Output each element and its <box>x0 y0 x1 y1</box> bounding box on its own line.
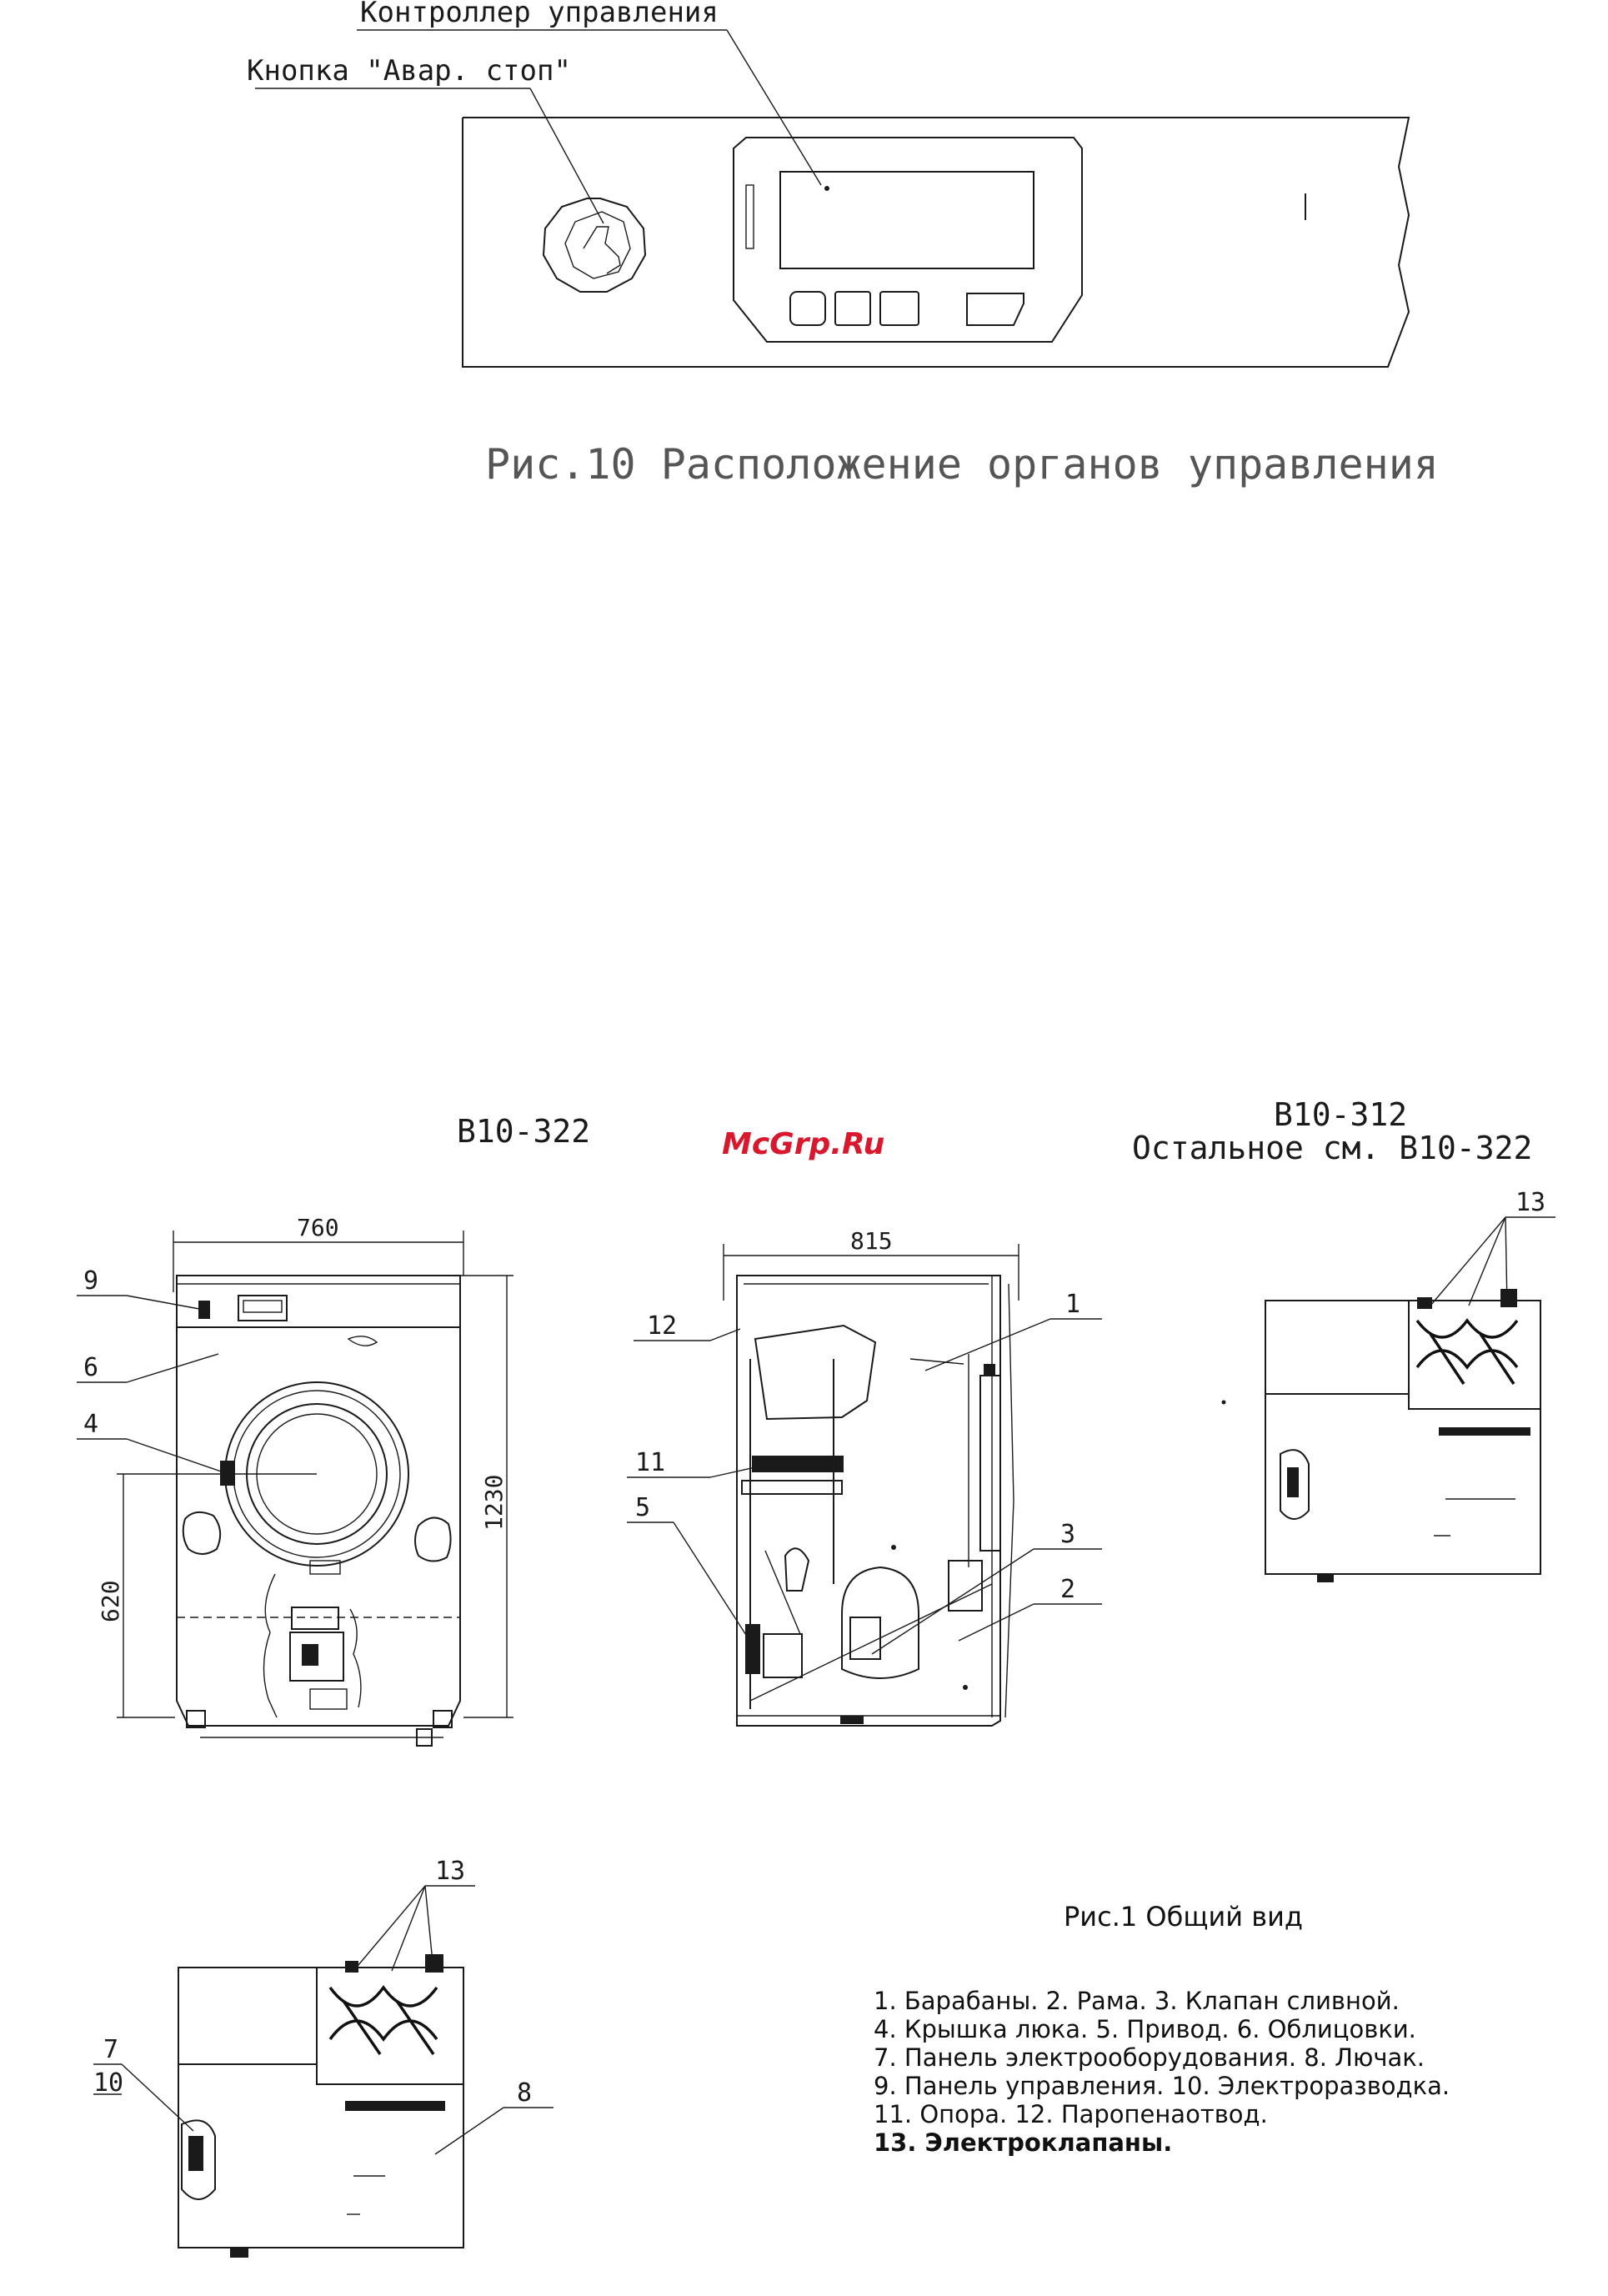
front-right-vent <box>414 1516 452 1562</box>
emergency-stop-button-icon <box>542 198 647 293</box>
label-controller: Контроллер управления <box>360 0 719 29</box>
dim-height: 1230 <box>480 1475 508 1531</box>
model-title-rear-note: Остальное см. В10-322 <box>1132 1130 1532 1166</box>
side-support <box>752 1456 844 1472</box>
dim-door-height: 620 <box>97 1580 124 1622</box>
side-drain-valve <box>841 1566 919 1679</box>
callout-5: 5 <box>635 1493 650 1522</box>
side-drive-belt <box>745 1624 760 1674</box>
side-valve-housing <box>948 1560 983 1612</box>
controller-key-3 <box>879 291 919 326</box>
front-foot-left <box>186 1710 206 1728</box>
front-door-hinge <box>220 1461 235 1486</box>
side-drive-motor <box>763 1633 803 1678</box>
rear-view-322: 13 7 10 8 <box>93 1857 554 2258</box>
callout-9: 9 <box>83 1266 98 1296</box>
front-view: 760 1230 620 <box>77 1214 513 1747</box>
front-controller <box>238 1295 288 1321</box>
control-panel-figure: Контроллер управления Кнопка "Авар. стоп… <box>247 0 1439 489</box>
model-title-rear: В10-312 <box>1274 1096 1407 1133</box>
dim-front-width: 760 <box>297 1214 339 1241</box>
rear-322-valve-block <box>316 1967 464 2085</box>
callout-6: 6 <box>83 1353 98 1382</box>
watermark: McGrp.Ru <box>722 1127 884 1161</box>
controller-housing <box>733 137 1083 343</box>
front-body <box>176 1275 461 1727</box>
callout-11: 11 <box>635 1448 665 1477</box>
rear-312-valve-block <box>1408 1300 1541 1410</box>
rear-322-solenoid-valves-icon <box>328 1985 438 2055</box>
rear-view-312: 13 <box>1221 1188 1555 1582</box>
callout-13-rear-322: 13 <box>435 1857 465 1886</box>
controller-key-2 <box>834 291 871 326</box>
leader-emergency <box>529 88 604 224</box>
legend-line-6: 13. Электроклапаны. <box>874 2128 1172 2157</box>
figure-1-caption: Рис.1 Общий вид <box>1064 1901 1303 1933</box>
rear-322-panel <box>181 2119 216 2200</box>
side-drum <box>754 1324 877 1421</box>
figure-10-caption: Рис.10 Расположение органов управления <box>485 440 1439 489</box>
model-title-front: В10-322 <box>457 1113 590 1150</box>
legend: 1. Барабаны. 2. Рама. 3. Клапан сливной.… <box>874 1987 1450 2157</box>
rear-322-nameplate <box>345 2101 445 2111</box>
front-drive-top <box>291 1607 339 1630</box>
callout-3: 3 <box>1060 1520 1075 1549</box>
legend-line-3: 7. Панель электрооборудования. 8. Лючак. <box>874 2043 1425 2072</box>
legend-line-1: 1. Барабаны. 2. Рама. 3. Клапан сливной. <box>874 1987 1400 2015</box>
callout-1: 1 <box>1065 1290 1080 1319</box>
callout-12: 12 <box>647 1311 677 1341</box>
control-panel-outline <box>462 117 1410 368</box>
controller-display <box>779 171 1034 269</box>
front-left-vent <box>182 1511 222 1555</box>
rear-312-solenoid-valves-icon <box>1415 1318 1519 1385</box>
controller-status-strip <box>745 184 754 249</box>
legend-line-4: 9. Панель управления. 10. Электроразводк… <box>874 2072 1450 2100</box>
controller-pointer-dot <box>824 186 829 191</box>
legend-line-2: 4. Крышка люка. 5. Привод. 6. Облицовки. <box>874 2015 1416 2043</box>
controller-key-4 <box>966 293 1024 326</box>
dim-side-width: 815 <box>850 1227 893 1255</box>
side-body <box>736 1275 1001 1727</box>
front-foot-right <box>433 1710 453 1728</box>
leader-controller <box>726 29 822 186</box>
emergency-stop-key-mark <box>583 226 621 274</box>
front-door-glass <box>246 1403 388 1545</box>
callout-4: 4 <box>83 1410 98 1439</box>
side-door-profile <box>979 1375 1001 1552</box>
callout-13-rear-312: 13 <box>1515 1188 1545 1217</box>
front-bottom-marker <box>416 1728 433 1747</box>
callout-2: 2 <box>1060 1575 1075 1604</box>
side-view: 815 1 12 <box>627 1227 1102 1727</box>
label-emergency-button: Кнопка "Авар. стоп" <box>247 54 571 88</box>
callout-10: 10 <box>93 2068 123 2098</box>
front-logo-mark <box>347 1336 378 1346</box>
rear-312-nameplate <box>1439 1427 1530 1436</box>
emergency-stop-inner-ring <box>564 211 631 279</box>
rear-312-panel <box>1280 1449 1310 1520</box>
controller-key-1 <box>789 291 826 326</box>
rear-312-body <box>1265 1300 1541 1575</box>
callout-7: 7 <box>103 2035 118 2064</box>
front-drive-motor <box>289 1632 344 1682</box>
legend-line-5: 11. Опора. 12. Паропенаотвод. <box>874 2100 1268 2128</box>
callout-8: 8 <box>517 2078 532 2108</box>
